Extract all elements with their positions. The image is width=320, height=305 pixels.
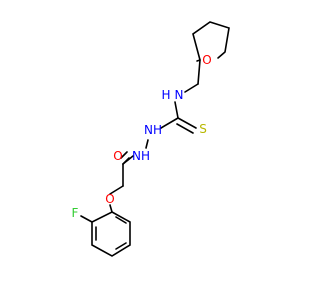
fluorine-label: F — [72, 206, 79, 220]
oxygen-carbonyl-label: O — [113, 149, 122, 163]
hydrazine-bond — [145, 139, 149, 149]
thiocarbonyl-double-bond — [176, 117, 197, 134]
hydrogen-amide-label: H — [161, 88, 170, 102]
carbon-to-nh-bond — [160, 117, 179, 129]
nitrogen-hydrazide-2-label: NH — [132, 149, 150, 163]
benzene-ring-bonds — [91, 211, 131, 257]
ring-to-fluorine-bond — [80, 215, 93, 223]
carbonyl-double-bond — [120, 151, 130, 165]
bonds — [80, 21, 230, 257]
nitrogen-to-carbon-bond — [174, 101, 179, 119]
sulfur-label: S — [199, 122, 207, 136]
oxygen-ring-label: O — [202, 53, 211, 67]
ch2-to-ether-oxygen-bond — [109, 185, 124, 195]
atom-labels: O N H NH S NH O O F — [72, 53, 212, 220]
oxygen-ether-label: O — [105, 192, 114, 206]
benzene-inner-double-bonds — [95, 216, 127, 250]
ring-to-ch2-bond — [197, 59, 201, 85]
nitrogen-amide-label: N — [175, 88, 184, 102]
structure-canvas: O N H NH S NH O O F — [72, 21, 230, 257]
molecule-diagram: O N H NH S NH O O F — [72, 21, 230, 257]
ether-oxygen-to-ring-bond — [109, 204, 113, 213]
nitrogen-hydrazide-1-label: NH — [144, 123, 162, 137]
ch2-to-nitrogen-bond — [184, 83, 199, 93]
